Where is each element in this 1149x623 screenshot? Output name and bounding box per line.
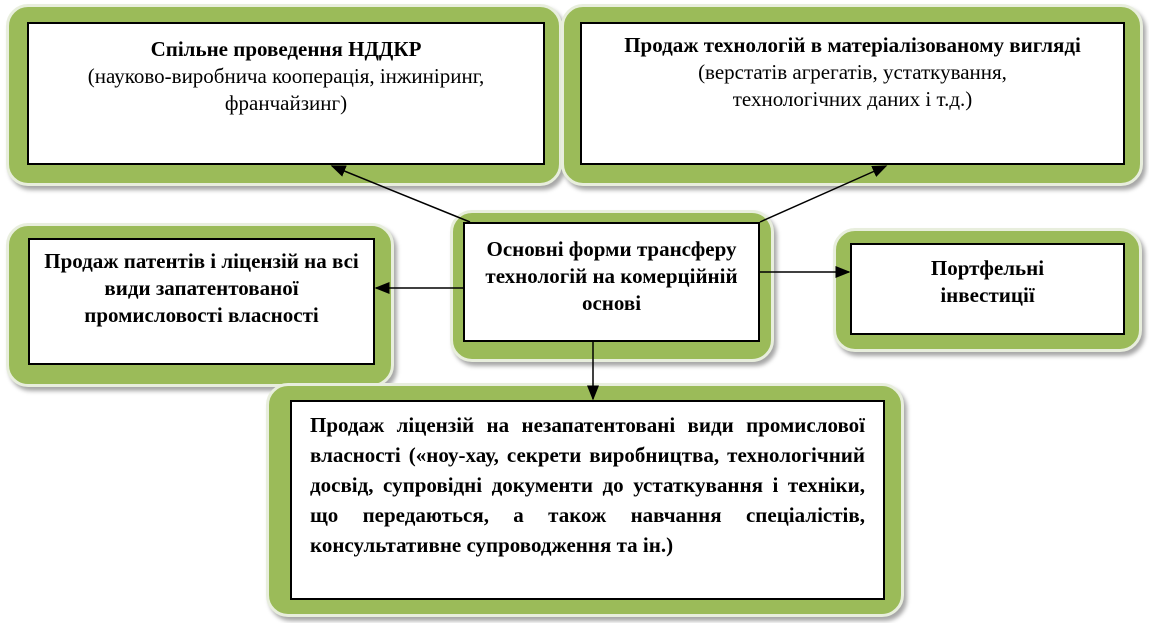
material-subtitle: (верстатів агрегатів, устаткування, техн… (698, 60, 1007, 111)
material-box: Продаж технологій в матеріалізованому ви… (580, 22, 1125, 165)
center-title: Основні форми трансферу технологій на ко… (485, 237, 738, 315)
patents-box: Продаж патентів і ліцензій на всі види з… (28, 238, 375, 365)
material-title: Продаж технологій в матеріалізованому ви… (624, 33, 1081, 57)
arrow-to-material (759, 165, 888, 223)
knowhow-title: Продаж ліцензій на незапатентовані види … (310, 413, 865, 557)
knowhow-box: Продаж ліцензій на незапатентовані види … (290, 400, 885, 600)
patents-title: Продаж патентів і ліцензій на всі види з… (44, 249, 359, 327)
arrow-to-rd (330, 165, 471, 223)
rd-title: Спільне проведення НДДКР (150, 37, 422, 61)
center-box: Основні форми трансферу технологій на ко… (463, 222, 760, 342)
portfolio-title: Портфельні інвестиції (930, 256, 1045, 307)
portfolio-box: Портфельні інвестиції (850, 243, 1125, 335)
rd-box: Спільне проведення НДДКР (науково-виробн… (27, 22, 545, 165)
rd-subtitle: (науково-виробнича кооперація, інжинірин… (87, 64, 485, 115)
